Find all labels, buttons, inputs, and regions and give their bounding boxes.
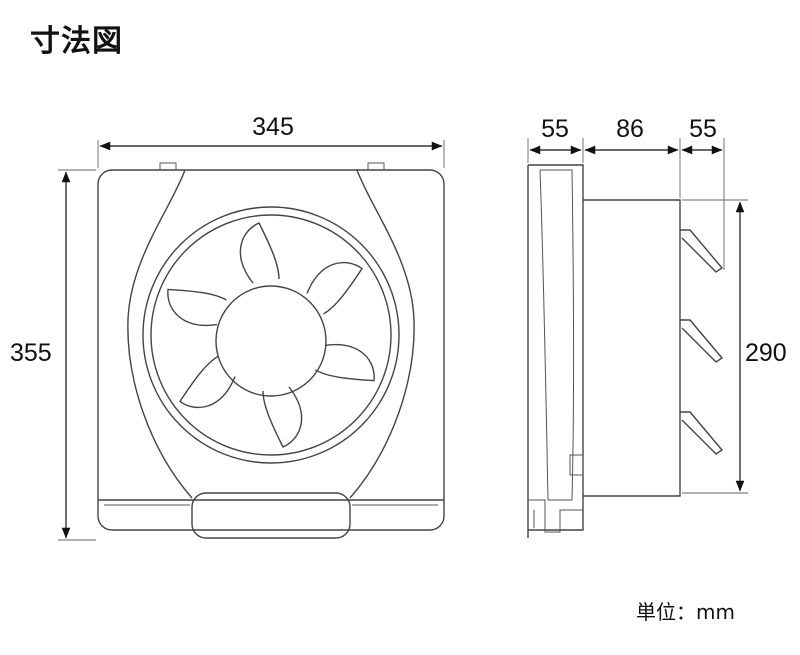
louver-1 — [680, 229, 724, 273]
front-frame-outer — [97, 169, 445, 531]
shutter-extension-lines — [682, 199, 748, 494]
front-grip-handle — [191, 492, 351, 539]
side-bottom-clip — [528, 454, 584, 533]
fan-outer-ring — [142, 206, 400, 464]
front-view: 345 355 — [10, 113, 445, 541]
shutter-height-label: 290 — [745, 339, 787, 367]
fan-inner-ring — [150, 214, 392, 456]
side-front-inner — [539, 169, 574, 501]
front-top-tabs — [159, 162, 385, 170]
height-extension-lines — [58, 169, 96, 541]
depth-extension-lines — [527, 138, 725, 270]
louver-3 — [680, 411, 724, 455]
fan-blades — [167, 222, 375, 448]
unit-label: 単位：mm — [636, 600, 735, 624]
louver-2 — [680, 319, 724, 363]
side-front-panel — [527, 164, 584, 538]
drawing-title: 寸法図 — [30, 24, 123, 59]
height-label: 355 — [10, 339, 52, 367]
width-label: 345 — [252, 113, 294, 141]
width-extension-lines — [97, 140, 445, 168]
depth-front-label: 55 — [541, 115, 569, 143]
fan-hub — [215, 285, 327, 397]
depth-middle-label: 86 — [616, 115, 644, 143]
depth-back-label: 55 — [689, 115, 717, 143]
front-inner-housing — [127, 169, 415, 499]
side-view: 55 86 55 290 — [527, 115, 787, 538]
side-body — [583, 199, 681, 497]
